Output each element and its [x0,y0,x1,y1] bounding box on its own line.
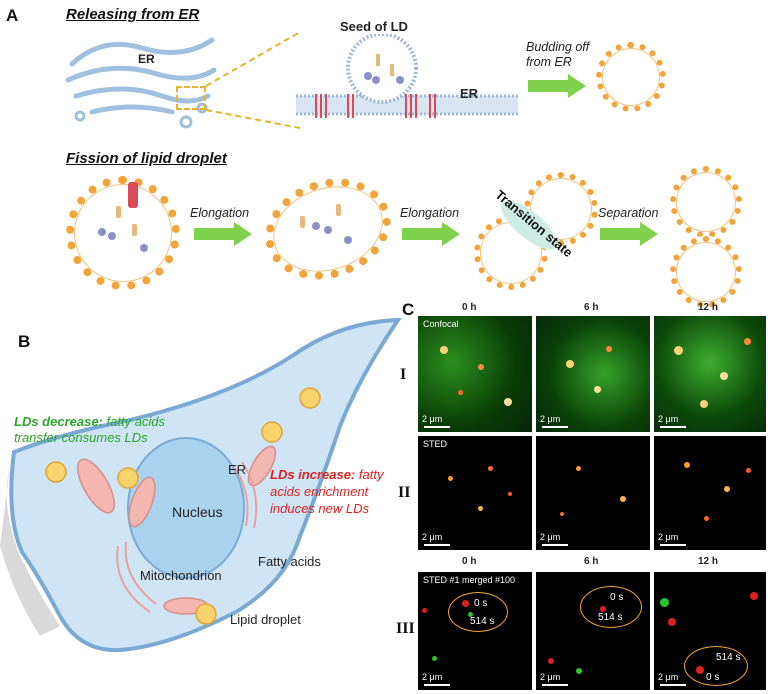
budding-arrow [528,74,586,98]
decrease-text: LDs decrease: fatty acids transfer consu… [14,414,165,446]
increase-rest-3: induces new LDs [270,501,369,516]
row-label-I: I [400,366,407,383]
image-confocal-6h: 2 μm [536,316,650,432]
image-merged-6h: 0 s 514 s 2 μm [536,572,650,690]
row-label-II: II [398,484,411,501]
panel-c-letter: C [402,300,415,319]
decrease-rest-1: fatty acids [106,414,166,429]
time-0s-label: 0 s [474,598,488,609]
increase-text: LDs increase: fatty acids enrichment ind… [270,466,383,517]
track-ellipse-0h [448,592,508,632]
image-sted-6h: 2 μm [536,436,650,550]
scale-label: 2 μm [422,672,443,682]
decrease-bold: LDs decrease: [14,414,103,429]
protein-red [128,182,138,208]
scale-label: 2 μm [422,532,443,542]
scale-label: 2 μm [422,414,443,424]
increase-rest-1: fatty [358,467,384,482]
track-ellipse-12h [684,646,748,686]
scale-label: 2 μm [658,532,679,542]
image-sted-0h: STED 2 μm [418,436,532,550]
col-header-bottom-6h: 6 h [584,556,599,567]
zoom-box [176,86,206,110]
releasing-title: Releasing from ER [66,6,200,23]
col-header-6h: 6 h [584,302,599,313]
seed-label: Seed of LD [340,19,408,34]
mitochondrion-label: Mitochondrion [140,568,222,583]
elongation-arrow-2 [402,222,460,246]
droplet-stage-4b [670,236,742,308]
sted-tag: STED [423,439,448,449]
col-header-bottom-0h: 0 h [462,556,477,567]
scale-label: 2 μm [540,672,561,682]
row-label-III: III [396,620,415,637]
image-merged-12h: 514 s 0 s 2 μm [654,572,766,690]
confocal-tag: Confocal [423,319,459,329]
time-0s-label: 0 s [706,672,720,683]
panel-b-letter: B [18,332,31,351]
panel-a-letter: A [6,6,19,25]
step-elongation-1: Elongation [190,206,250,220]
scale-label: 2 μm [540,532,561,542]
seed-membrane [296,34,518,118]
nucleus-label: Nucleus [172,504,223,520]
step-separation: Separation [598,206,659,220]
time-0s-label: 0 s [610,592,624,603]
er-label-2: ER [460,86,479,101]
budding-label: Budding off from ER [526,40,590,69]
col-header-0h: 0 h [462,302,477,313]
zoom-lines [205,31,301,129]
fatty-acids-label: Fatty acids [258,554,321,569]
cell-illustration [0,317,402,653]
time-514s-label: 514 s [598,612,623,623]
droplet-stage-4a [670,166,742,238]
elongation-arrow-1 [194,222,252,246]
scale-label: 2 μm [658,672,679,682]
scale-label: 2 μm [540,414,561,424]
lipid-droplet-label: Lipid droplet [230,612,301,627]
separation-arrow [600,222,658,246]
time-514s-label: 514 s [716,652,741,663]
image-merged-0h: STED #1 merged #100 0 s 514 s 2 μm [418,572,532,690]
track-ellipse-6h [580,586,642,628]
image-confocal-12h: 2 μm [654,316,766,432]
er-label: ER [138,52,155,66]
increase-bold: LDs increase: [270,467,356,482]
droplet-stage-1 [66,176,180,290]
col-header-12h: 12 h [698,302,719,313]
er-illustration [65,37,217,129]
col-header-bottom-12h: 12 h [698,556,719,567]
time-514s-label: 514 s [470,616,495,627]
scale-label: 2 μm [658,414,679,424]
increase-rest-2: acids enrichment [270,484,369,499]
budded-droplet [596,42,666,112]
merged-tag: STED #1 merged #100 [423,575,516,585]
decrease-rest-2: transfer consumes LDs [14,430,148,445]
image-sted-12h: 2 μm [654,436,766,550]
step-elongation-2: Elongation [400,206,460,220]
fission-title: Fission of lipid droplet [66,150,227,167]
cell-er-label: ER [228,462,247,477]
image-confocal-0h: Confocal 2 μm [418,316,532,432]
